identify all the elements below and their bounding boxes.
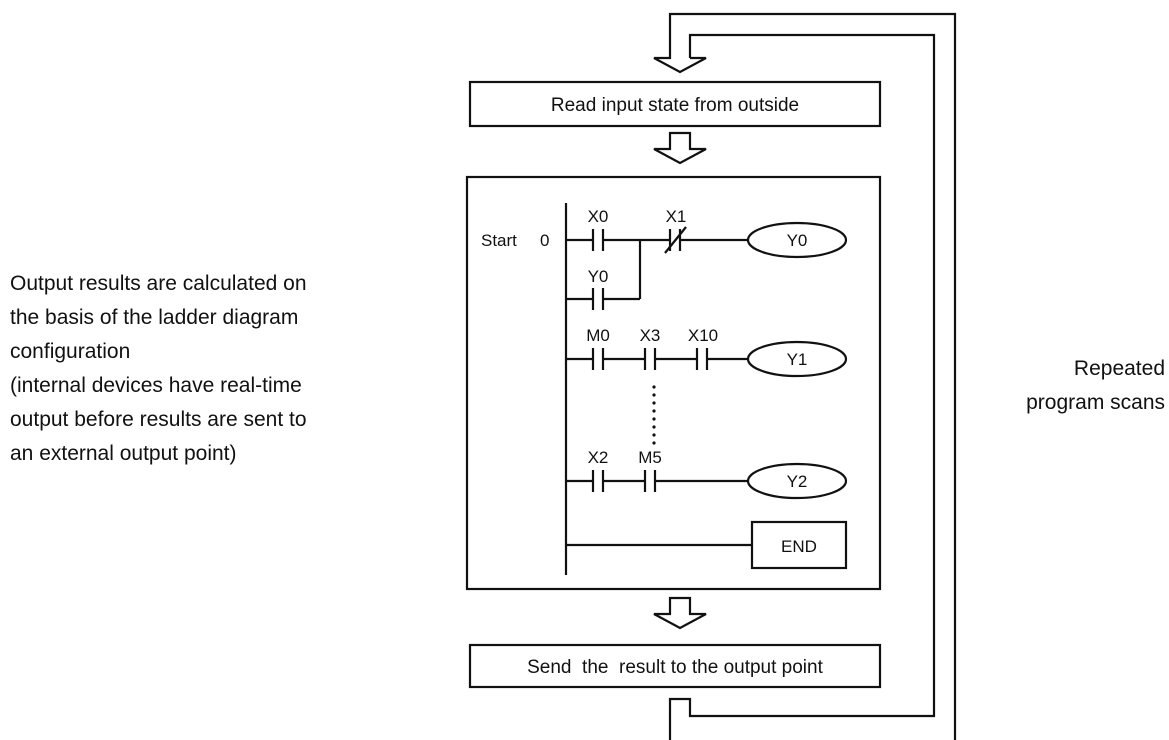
left-description-line: (internal devices have real-time <box>10 374 302 397</box>
read-input-label: Read input state from outside <box>551 95 799 116</box>
contact-label-y0: Y0 <box>588 267 609 286</box>
contact-label-x1: X1 <box>666 207 687 226</box>
start-label: Start <box>481 231 517 250</box>
coil-label-y1: Y1 <box>787 350 808 369</box>
continuation-dots <box>652 385 656 445</box>
feedback-loop-inner <box>668 33 936 740</box>
left-description-line: Output results are calculated on <box>10 272 307 295</box>
contact-label-m0: M0 <box>586 326 610 345</box>
send-output-box <box>468 643 882 689</box>
down-arrow-icon <box>653 131 707 165</box>
left-description-line: an external output point) <box>10 442 237 465</box>
contact-label-x10: X10 <box>688 326 718 345</box>
step-number: 0 <box>540 231 549 250</box>
left-description-line: configuration <box>10 340 131 363</box>
right-description-line: Repeated <box>1073 357 1165 380</box>
right-description-line: program scans <box>1026 391 1165 414</box>
end-label: END <box>781 537 817 556</box>
ladder-program-frame <box>465 175 882 591</box>
coil-label-y0: Y0 <box>787 231 808 250</box>
down-arrow-icon <box>653 42 707 74</box>
down-arrow-icon <box>653 596 707 630</box>
coil-y2 <box>746 462 848 500</box>
coil-label-y2: Y2 <box>787 472 808 491</box>
right-description: Repeated program scans <box>960 352 1165 420</box>
coil-y1 <box>746 340 848 378</box>
end-instruction-box <box>750 520 848 570</box>
contact-label-x2: X2 <box>588 448 609 467</box>
left-description-line: output before results are sent to <box>10 408 307 431</box>
send-output-label: Send the result to the output point <box>527 657 823 678</box>
left-description-line: the basis of the ladder diagram <box>10 306 299 329</box>
left-description: Output results are calculated on the bas… <box>10 267 450 471</box>
read-input-box <box>468 80 882 128</box>
contact-label-x3: X3 <box>640 326 661 345</box>
coil-y0 <box>746 221 848 259</box>
contact-label-x0: X0 <box>588 207 609 226</box>
contact-label-m5: M5 <box>638 448 662 467</box>
feedback-loop-outer <box>668 12 957 740</box>
